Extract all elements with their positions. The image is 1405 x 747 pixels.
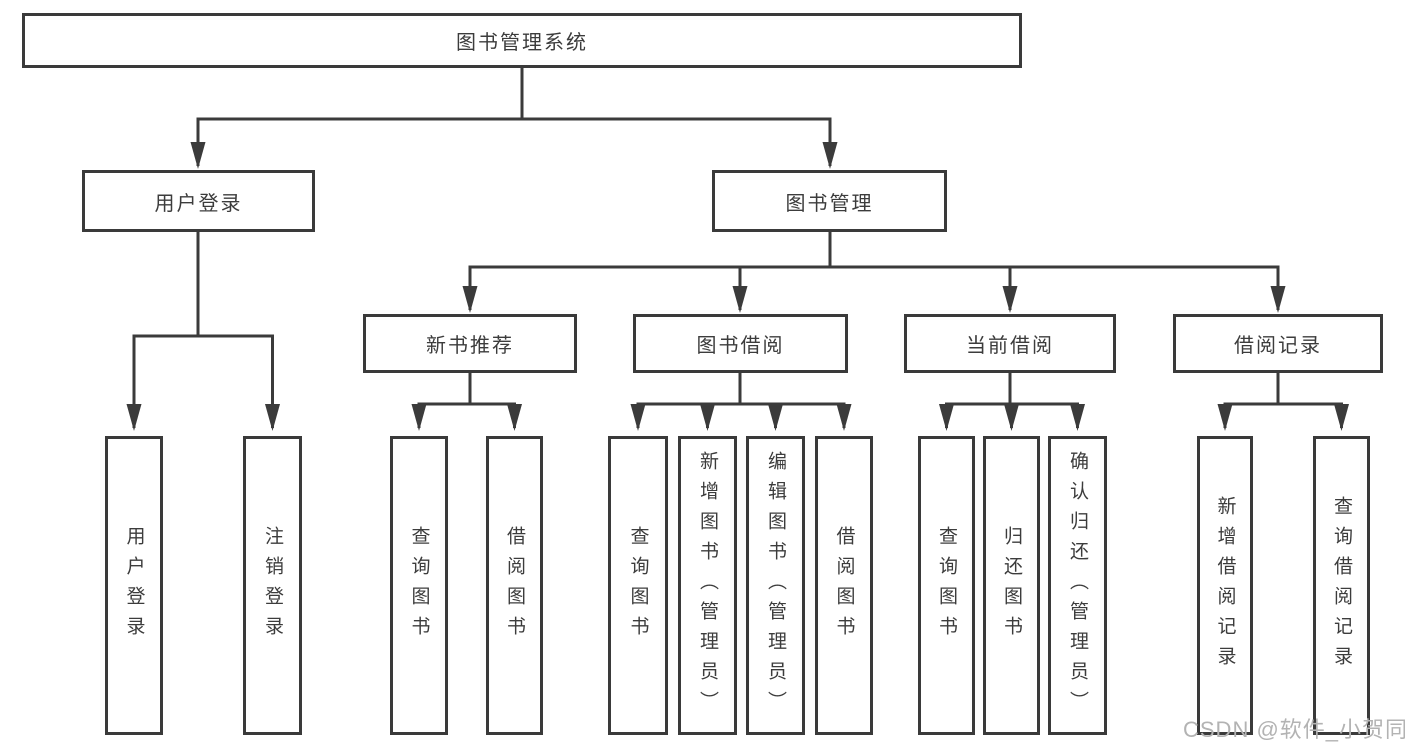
leaf-borrow-query: 查询图书 [608,436,668,735]
node-current-borrow: 当前借阅 [904,314,1116,373]
leaf-return-book: 归还图书 [983,436,1040,735]
leaf-logout-label: 注销登录 [262,525,283,646]
leaf-borrow-add-admin: 新增图书（管理员） [678,436,737,735]
leaf-confirm-return-admin-label: 确认归还（管理员） [1067,450,1088,721]
node-book-borrow: 图书借阅 [633,314,848,373]
leaf-newbooks-query-label: 查询图书 [408,525,430,646]
leaf-add-record-label: 新增借阅记录 [1214,495,1236,676]
leaf-borrow-book: 借阅图书 [815,436,873,735]
leaf-user-login: 用户登录 [105,436,163,735]
leaf-confirm-return-admin: 确认归还（管理员） [1048,436,1107,735]
node-book-management: 图书管理 [712,170,947,232]
leaf-newbooks-borrow: 借阅图书 [486,436,543,735]
leaf-borrow-add-admin-label: 新增图书（管理员） [697,450,718,721]
leaf-borrow-edit-admin-label: 编辑图书（管理员） [765,450,786,721]
node-borrow-records: 借阅记录 [1173,314,1383,373]
node-user-login: 用户登录 [82,170,315,232]
leaf-current-query-label: 查询图书 [936,525,957,646]
leaf-add-record: 新增借阅记录 [1197,436,1253,735]
leaf-logout: 注销登录 [243,436,302,735]
leaf-borrow-edit-admin: 编辑图书（管理员） [746,436,805,735]
leaf-newbooks-query: 查询图书 [390,436,448,735]
leaf-user-login-label: 用户登录 [123,525,145,646]
node-new-book-recommend: 新书推荐 [363,314,577,373]
leaf-borrow-book-label: 借阅图书 [833,525,855,646]
leaf-newbooks-borrow-label: 借阅图书 [504,525,525,646]
leaf-current-query: 查询图书 [918,436,975,735]
csdn-watermark: CSDN @软件_小贺同学 [1183,717,1405,742]
leaf-query-record: 查询借阅记录 [1313,436,1370,735]
leaf-query-record-label: 查询借阅记录 [1331,495,1352,676]
node-root-system: 图书管理系统 [22,13,1022,68]
leaf-borrow-query-label: 查询图书 [627,525,649,646]
leaf-return-book-label: 归还图书 [1001,525,1022,646]
